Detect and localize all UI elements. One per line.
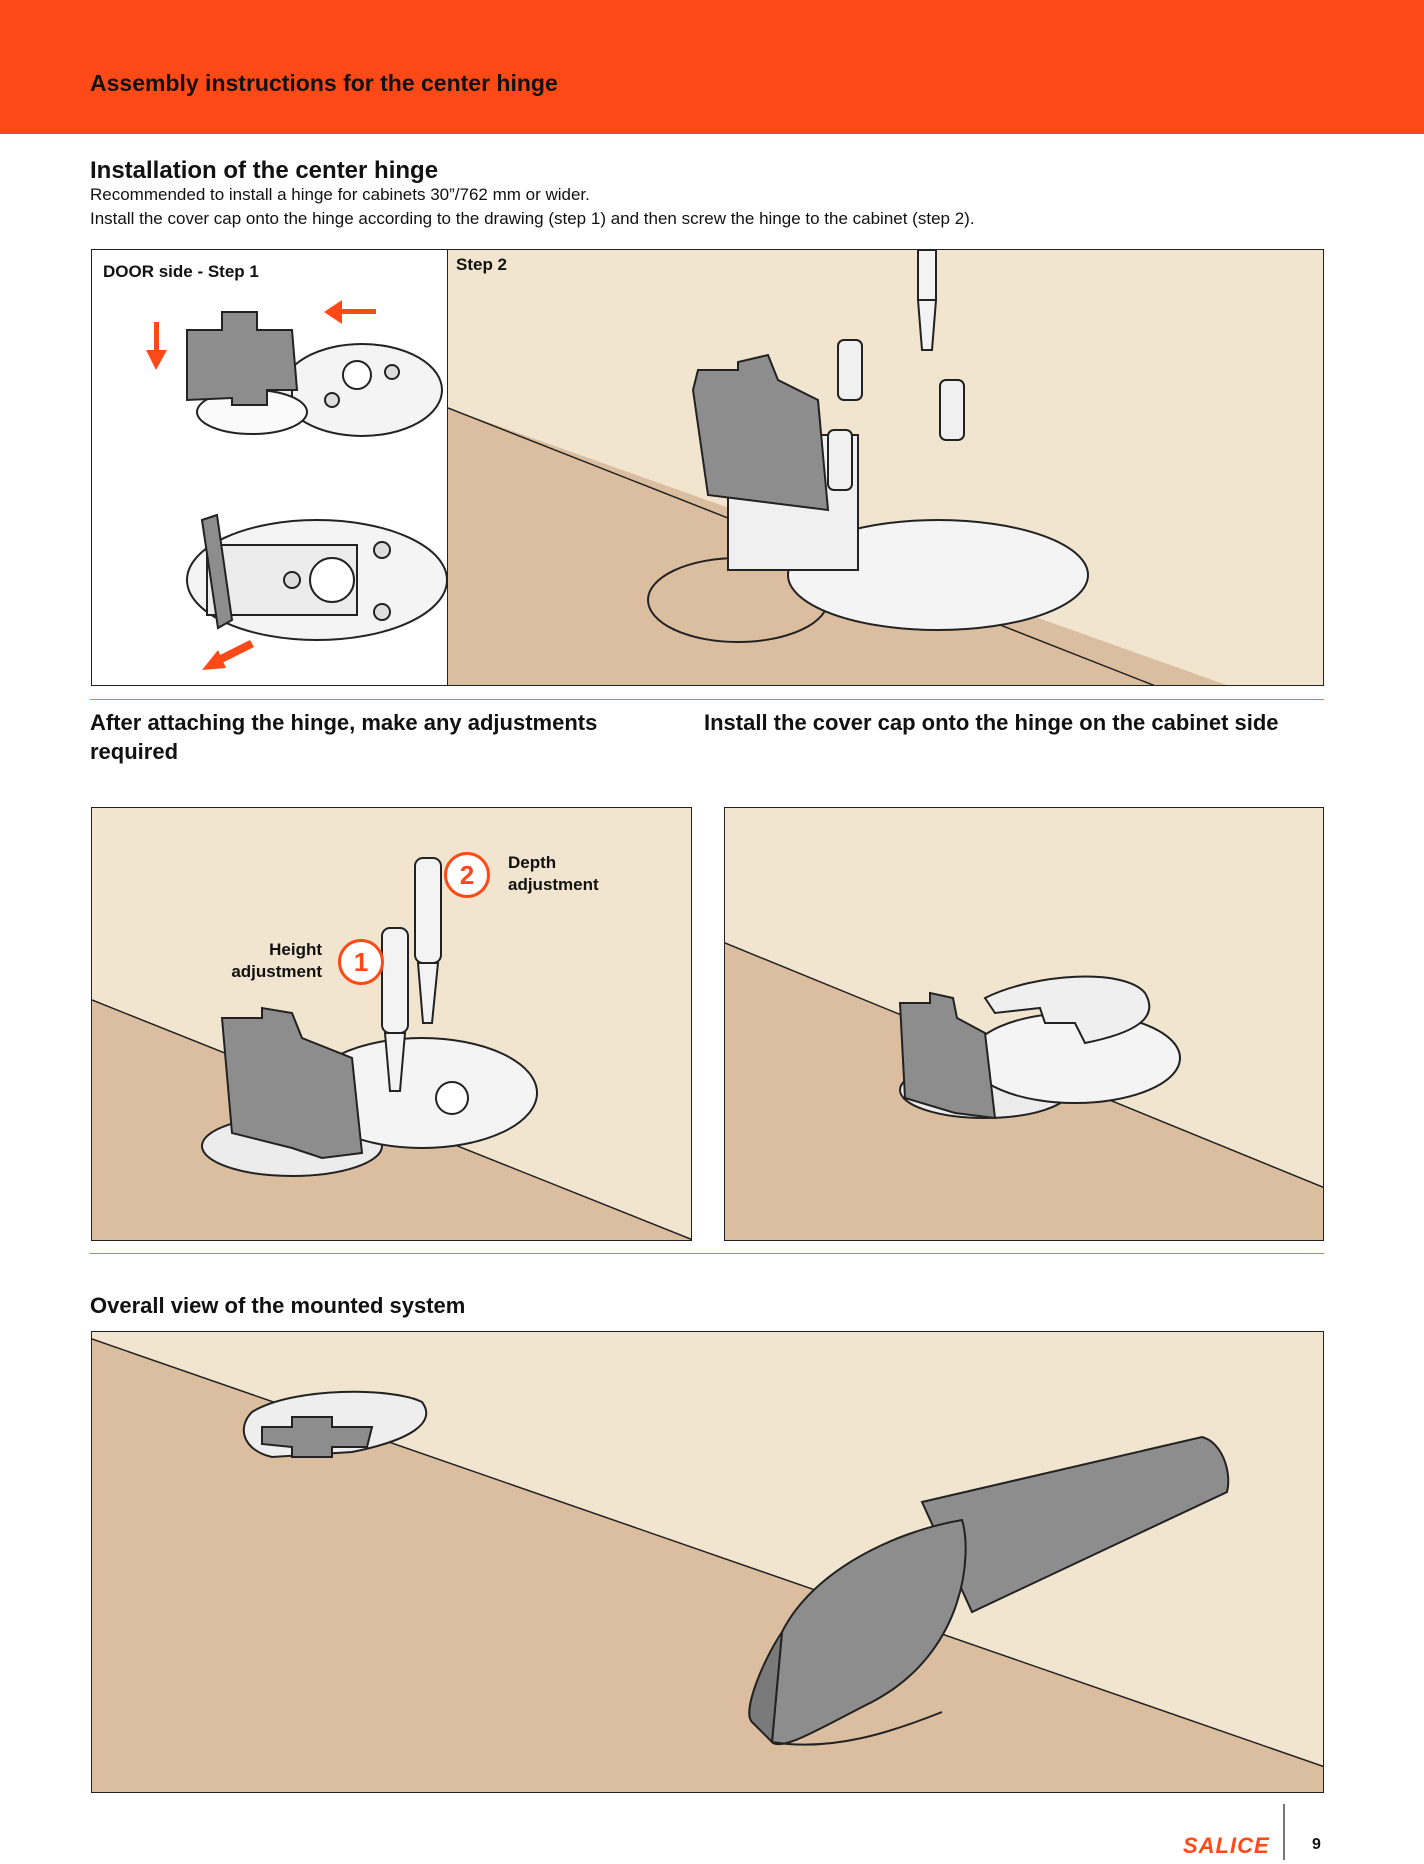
footer-separator — [1283, 1804, 1285, 1860]
height-adjustment-label: Height adjustment — [231, 940, 322, 981]
overall-heading: Overall view of the mounted system — [90, 1293, 466, 1318]
step1-label: DOOR side - Step 1 — [103, 262, 259, 281]
page-title: Assembly instructions for the center hin… — [90, 70, 558, 96]
cabinet-cap-panel — [724, 807, 1324, 1241]
arrow-down-icon — [146, 322, 167, 370]
cabinet-cap-heading: Install the cover cap onto the hinge on … — [704, 710, 1279, 735]
cabinet-side-cap — [242, 1390, 428, 1459]
overall-panel — [91, 1331, 1324, 1793]
step2-panel: Step 2 — [447, 249, 1324, 686]
cover-cap — [691, 353, 830, 512]
callout-1-circle: 1 — [338, 939, 384, 985]
installation-heading: Installation of the center hinge — [90, 157, 439, 184]
adjust-illustration — [92, 857, 691, 1240]
callout-2-circle: 2 — [444, 852, 490, 898]
screwdriver-2 — [414, 857, 442, 1024]
cover-cap-side — [200, 513, 234, 630]
installation-line-1: Recommended to install a hinge for cabin… — [90, 185, 590, 204]
step1-illustration — [146, 300, 447, 670]
cabinet-cap-illustration — [725, 942, 1323, 1240]
screws — [827, 339, 965, 491]
installation-line-2: Install the cover cap onto the hinge acc… — [90, 209, 975, 228]
cover-cap — [898, 991, 997, 1120]
adjust-heading: After attaching the hinge, make any adju… — [90, 710, 598, 764]
arrow-down-left-icon — [202, 640, 254, 670]
page-number: 9 — [1312, 1836, 1321, 1853]
brand-logo: SALICE — [1183, 1833, 1270, 1858]
header-banner: Assembly instructions for the center hin… — [0, 0, 1424, 134]
step2-label: Step 2 — [456, 255, 508, 274]
cover-cap — [220, 1006, 364, 1160]
screwdriver — [916, 250, 938, 351]
overall-illustration — [92, 1332, 1323, 1792]
divider-2 — [90, 1253, 1324, 1254]
divider-1 — [90, 699, 1324, 700]
cabinet-cover-cap — [983, 975, 1151, 1045]
cover-cap-top — [186, 311, 299, 406]
arrow-left-icon — [324, 300, 376, 324]
step2-illustration — [448, 250, 1227, 685]
hinge-top-view — [186, 519, 447, 641]
depth-adjustment-label: Depth adjustment — [508, 853, 599, 894]
adjust-panel: 1 2 Height adjustment Depth adjustment — [91, 807, 692, 1241]
screwdriver-1 — [381, 927, 409, 1092]
mounted-hinge-arm — [748, 1435, 1230, 1746]
step1-panel: DOOR side - Step 1 — [91, 249, 448, 686]
